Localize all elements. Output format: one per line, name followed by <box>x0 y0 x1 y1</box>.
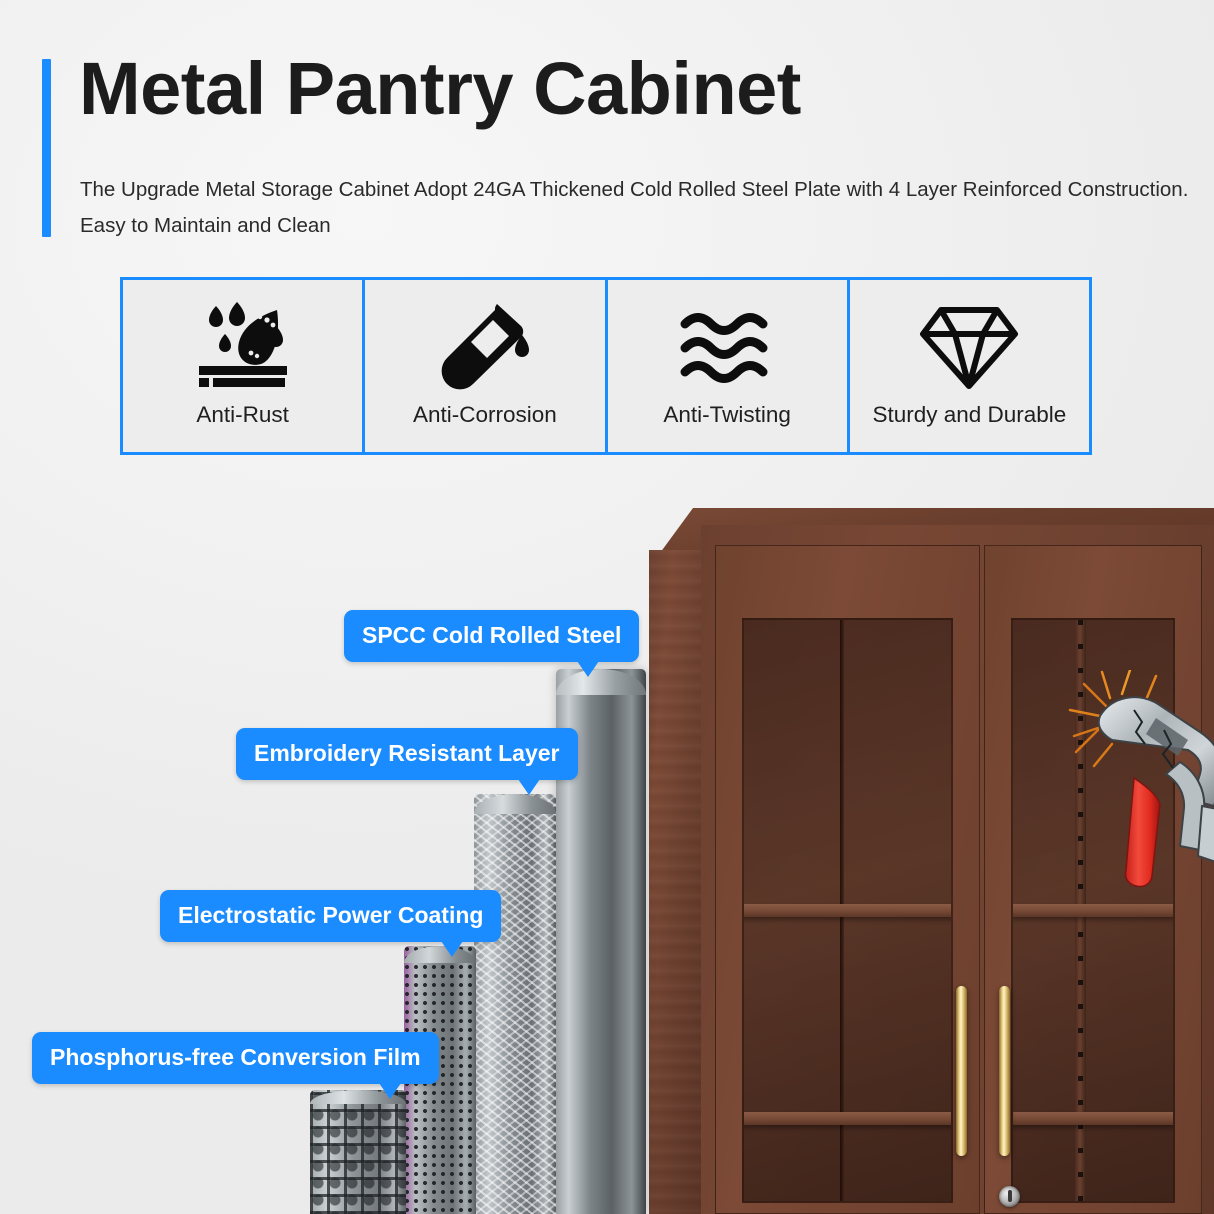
callout-phosphorus-free-conversion-film: Phosphorus-free Conversion Film <box>32 1032 439 1099</box>
cabinet-side-panel <box>649 550 701 1214</box>
callout-pointer <box>517 779 540 795</box>
page-title: Metal Pantry Cabinet <box>79 47 801 130</box>
header: Metal Pantry Cabinet The Upgrade Metal S… <box>42 48 1192 246</box>
diamond-plate-roll <box>474 794 556 1214</box>
feature-item-anti-rust: Anti-Rust <box>123 280 362 452</box>
cabinet-lock[interactable] <box>999 1186 1020 1207</box>
feature-item-anti-corrosion: Anti-Corrosion <box>362 280 604 452</box>
page-subtitle: The Upgrade Metal Storage Cabinet Adopt … <box>80 178 1189 238</box>
feature-item-sturdy-durable: Sturdy and Durable <box>846 280 1089 452</box>
callout-label: Phosphorus-free Conversion Film <box>50 1044 421 1070</box>
feature-label: Anti-Corrosion <box>412 402 557 427</box>
callout-spcc-cold-rolled-steel: SPCC Cold Rolled Steel <box>344 610 640 677</box>
feature-item-anti-twisting: Anti-Twisting <box>604 280 847 452</box>
perforated-roll <box>404 946 476 1214</box>
feature-label: Anti-Twisting <box>663 402 791 427</box>
test-tube-drip-icon <box>435 296 535 396</box>
cabinet-handle-left[interactable] <box>956 986 967 1156</box>
callout-label: Electrostatic Power Coating <box>178 902 484 928</box>
lattice-roll <box>310 1090 406 1214</box>
cabinet-handle-right[interactable] <box>999 986 1010 1156</box>
callout-pointer <box>441 941 464 957</box>
cabinet-door-left[interactable] <box>715 545 980 1214</box>
callout-electrostatic-power-coating: Electrostatic Power Coating <box>160 890 502 957</box>
callout-label: Embroidery Resistant Layer <box>254 740 560 766</box>
callout-label: SPCC Cold Rolled Steel <box>362 622 622 648</box>
callout-pointer <box>577 661 600 677</box>
diamond-icon <box>919 296 1019 396</box>
callout-embroidery-resistant-layer: Embroidery Resistant Layer <box>236 728 578 795</box>
callout-pointer <box>378 1083 401 1099</box>
wavy-lines-icon <box>675 296 779 396</box>
feature-strip: Anti-Rust Anti-Corrosion <box>120 277 1092 455</box>
bent-claw-hammer-icon <box>1060 668 1214 890</box>
water-droplets-repel-icon <box>189 296 297 396</box>
accent-bar <box>42 59 51 237</box>
feature-label: Anti-Rust <box>196 402 289 427</box>
product-photo <box>0 470 1214 1214</box>
door-glass-left <box>742 618 953 1203</box>
feature-label: Sturdy and Durable <box>872 402 1067 427</box>
